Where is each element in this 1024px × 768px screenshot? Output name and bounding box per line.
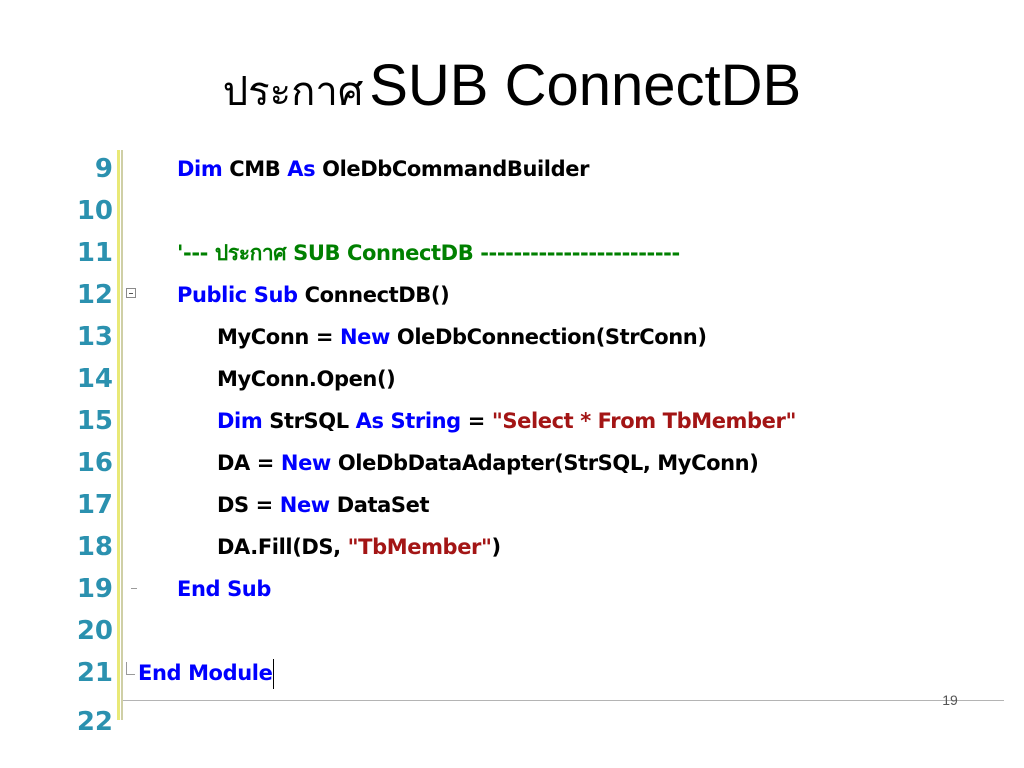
code-token: CMB xyxy=(222,157,288,181)
line-number: 9 xyxy=(94,154,113,184)
fold-end-marker xyxy=(126,662,135,675)
code-line-21[interactable]: 21 End Module xyxy=(0,652,1024,694)
code-line-15[interactable]: 15 Dim StrSQL As String = "Select * From… xyxy=(0,400,1024,442)
code-token: DA = xyxy=(217,451,281,475)
code-token: MyConn.Open() xyxy=(217,367,396,391)
comment-token: '--- ประกาศ SUB ConnectDB --------------… xyxy=(177,241,680,265)
keyword-token: Module xyxy=(188,661,273,685)
line-number: 10 xyxy=(76,196,113,226)
line-number: 18 xyxy=(76,532,113,562)
code-line-17[interactable]: 17 DS = New DataSet xyxy=(0,484,1024,526)
keyword-token: As xyxy=(355,409,384,433)
code-token xyxy=(384,409,391,433)
line-number: 15 xyxy=(76,406,113,436)
code-line-18[interactable]: 18 DA.Fill(DS, "TbMember") xyxy=(0,526,1024,568)
code-line-20[interactable]: 20 xyxy=(0,610,1024,652)
code-token: OleDbCommandBuilder xyxy=(315,157,590,181)
code-token: StrSQL xyxy=(262,409,356,433)
code-token: OleDbDataAdapter(StrSQL, MyConn) xyxy=(330,451,759,475)
keyword-token: Public xyxy=(177,283,247,307)
code-line-10[interactable]: 10 xyxy=(0,190,1024,232)
code-text: DA.Fill(DS, "TbMember") xyxy=(217,526,501,568)
line-number: 12 xyxy=(76,280,113,310)
collapse-icon[interactable] xyxy=(126,288,136,298)
keyword-token: New xyxy=(279,493,330,517)
code-line-13[interactable]: 13 MyConn = New OleDbConnection(StrConn) xyxy=(0,316,1024,358)
code-token: ) xyxy=(491,535,502,559)
line-number: 21 xyxy=(76,658,113,688)
slide-number-text: 19 xyxy=(942,692,958,708)
keyword-token: New xyxy=(339,325,390,349)
keyword-token: Sub xyxy=(227,577,271,601)
keyword-token: New xyxy=(280,451,331,475)
code-line-14[interactable]: 14 MyConn.Open() xyxy=(0,358,1024,400)
code-token: DataSet xyxy=(329,493,430,517)
slide-number: 19 xyxy=(930,692,970,720)
text-caret xyxy=(273,659,275,689)
code-line-9[interactable]: 9 Dim CMB As OleDbCommandBuilder xyxy=(0,148,1024,190)
line-number: 22 xyxy=(76,707,113,737)
line-number: 16 xyxy=(76,448,113,478)
code-token: ConnectDB() xyxy=(297,283,450,307)
code-line-19[interactable]: 19 End Sub xyxy=(0,568,1024,610)
code-token: = xyxy=(460,409,492,433)
keyword-token: Dim xyxy=(177,157,223,181)
line-number: 11 xyxy=(76,238,113,268)
code-token: OleDbConnection(StrConn) xyxy=(389,325,707,349)
string-token: "Select * From TbMember" xyxy=(491,409,797,433)
code-text: Public Sub ConnectDB() xyxy=(177,274,450,316)
code-text: Dim StrSQL As String = "Select * From Tb… xyxy=(217,400,796,442)
slide-title-english: SUB ConnectDB xyxy=(369,53,802,118)
keyword-token: Dim xyxy=(217,409,263,433)
keyword-token: Sub xyxy=(253,283,298,307)
code-text: Dim CMB As OleDbCommandBuilder xyxy=(177,148,589,190)
code-text: DA = New OleDbDataAdapter(StrSQL, MyConn… xyxy=(217,442,759,484)
code-text: End Module xyxy=(138,652,275,694)
keyword-token: End xyxy=(177,577,221,601)
keyword-token: As xyxy=(287,157,316,181)
line-number: 19 xyxy=(76,574,113,604)
code-token: DS = xyxy=(217,493,280,517)
code-text: MyConn = New OleDbConnection(StrConn) xyxy=(217,316,707,358)
code-token: MyConn = xyxy=(217,325,340,349)
slide-title-thai: ประกาศ xyxy=(222,69,364,115)
keyword-token: String xyxy=(390,409,462,433)
keyword-token: End xyxy=(138,661,182,685)
string-token: "TbMember" xyxy=(347,535,492,559)
code-text: End Sub xyxy=(177,568,271,610)
line-number-cutoff: 22 xyxy=(0,701,113,737)
code-line-16[interactable]: 16 DA = New OleDbDataAdapter(StrSQL, MyC… xyxy=(0,442,1024,484)
code-line-12[interactable]: 12 Public Sub ConnectDB() xyxy=(0,274,1024,316)
editor-bottom-edge xyxy=(123,700,1004,701)
change-indicator-bar xyxy=(117,150,120,720)
fold-end-marker xyxy=(131,588,137,589)
code-text: '--- ประกาศ SUB ConnectDB --------------… xyxy=(177,232,680,274)
code-token: DA.Fill(DS, xyxy=(217,535,348,559)
code-token xyxy=(247,283,254,307)
line-number: 20 xyxy=(76,616,113,646)
line-number: 13 xyxy=(76,322,113,352)
line-number: 14 xyxy=(76,364,113,394)
code-text: DS = New DataSet xyxy=(217,484,430,526)
code-text: MyConn.Open() xyxy=(217,358,396,400)
code-line-11[interactable]: 11 '--- ประกาศ SUB ConnectDB -----------… xyxy=(0,232,1024,274)
code-editor[interactable]: 9 Dim CMB As OleDbCommandBuilder 10 11 '… xyxy=(0,148,1024,720)
line-number: 17 xyxy=(76,490,113,520)
gutter-divider xyxy=(121,150,123,720)
